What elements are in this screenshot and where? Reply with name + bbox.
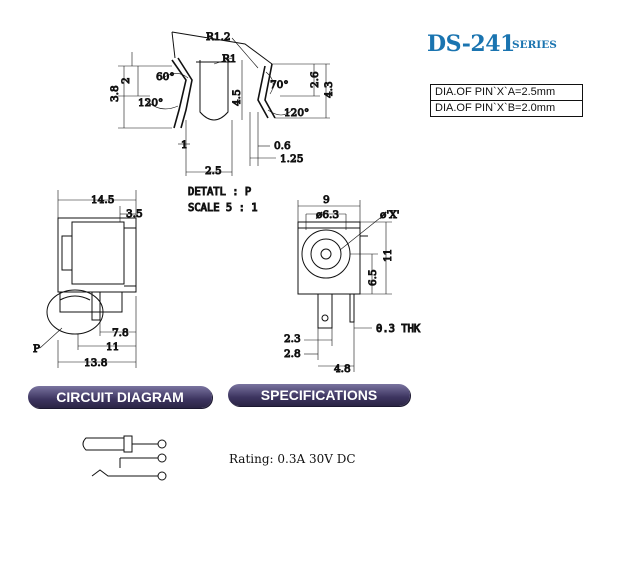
dim-9: 9 (323, 194, 330, 206)
angle-70: 70° (270, 79, 289, 91)
series-label: SERIES (512, 39, 557, 51)
pin-row-a: DIA.OF PIN`X`A=2.5mm (435, 86, 556, 98)
dim-1-25: 1.25 (280, 153, 303, 165)
dim-6-3: ø6.3 (316, 209, 339, 221)
pin-row-b: DIA.OF PIN`X`B=2.0mm (431, 100, 582, 116)
dim-14-5: 14.5 (91, 194, 114, 206)
dim-3-8: 3.8 (109, 85, 121, 102)
side-view-drawing (39, 190, 137, 368)
dim-r12: R1.2 (206, 31, 231, 43)
dim-6-5: 6.5 (367, 269, 379, 286)
circuit-diagram-header: CIRCUIT DIAGRAM (28, 386, 212, 408)
dim-pin-x: ø'X' (380, 209, 400, 221)
dim-2-8: 2.8 (284, 348, 301, 360)
detail-p-drawing (118, 31, 330, 176)
rating-text: Rating: 0.3A 30V DC (229, 452, 356, 466)
front-view-drawing (297, 200, 392, 372)
dim-2-5: 2.5 (205, 165, 222, 177)
dim-11-side: 11 (106, 341, 119, 353)
dim-7-8: 7.8 (112, 327, 129, 339)
dim-0-6: 0.6 (274, 140, 291, 152)
model-title: DS-241 (427, 31, 515, 57)
dim-2-6: 2.6 (309, 71, 321, 88)
dim-r1: R1 (222, 53, 237, 65)
detail-scale: SCALE 5 : 1 (188, 202, 258, 214)
angle-60: 60° (156, 71, 175, 83)
dim-2-3: 2.3 (284, 333, 301, 345)
dim-2: 2 (120, 77, 132, 84)
dim-thk: 0.3 THK (376, 323, 421, 335)
angle-120-right: 120° (284, 107, 309, 119)
dim-11-front: 11 (382, 249, 394, 262)
specifications-header: SPECIFICATIONS (228, 384, 410, 406)
angle-120-left: 120° (138, 97, 163, 109)
dim-3-5: 3.5 (126, 208, 143, 220)
dim-4-3: 4.3 (323, 81, 335, 98)
dim-1: 1 (181, 139, 188, 151)
label-p: P (33, 343, 40, 355)
pin-diameter-table: DIA.OF PIN`X`A=2.5mm DIA.OF PIN`X`B=2.0m… (430, 84, 583, 117)
dim-4-8: 4.8 (334, 363, 351, 375)
dim-4-5: 4.5 (231, 89, 243, 106)
detail-title: DETATL : P (188, 186, 251, 198)
circuit-diagram (82, 435, 167, 481)
dim-13-8: 13.8 (84, 357, 107, 369)
